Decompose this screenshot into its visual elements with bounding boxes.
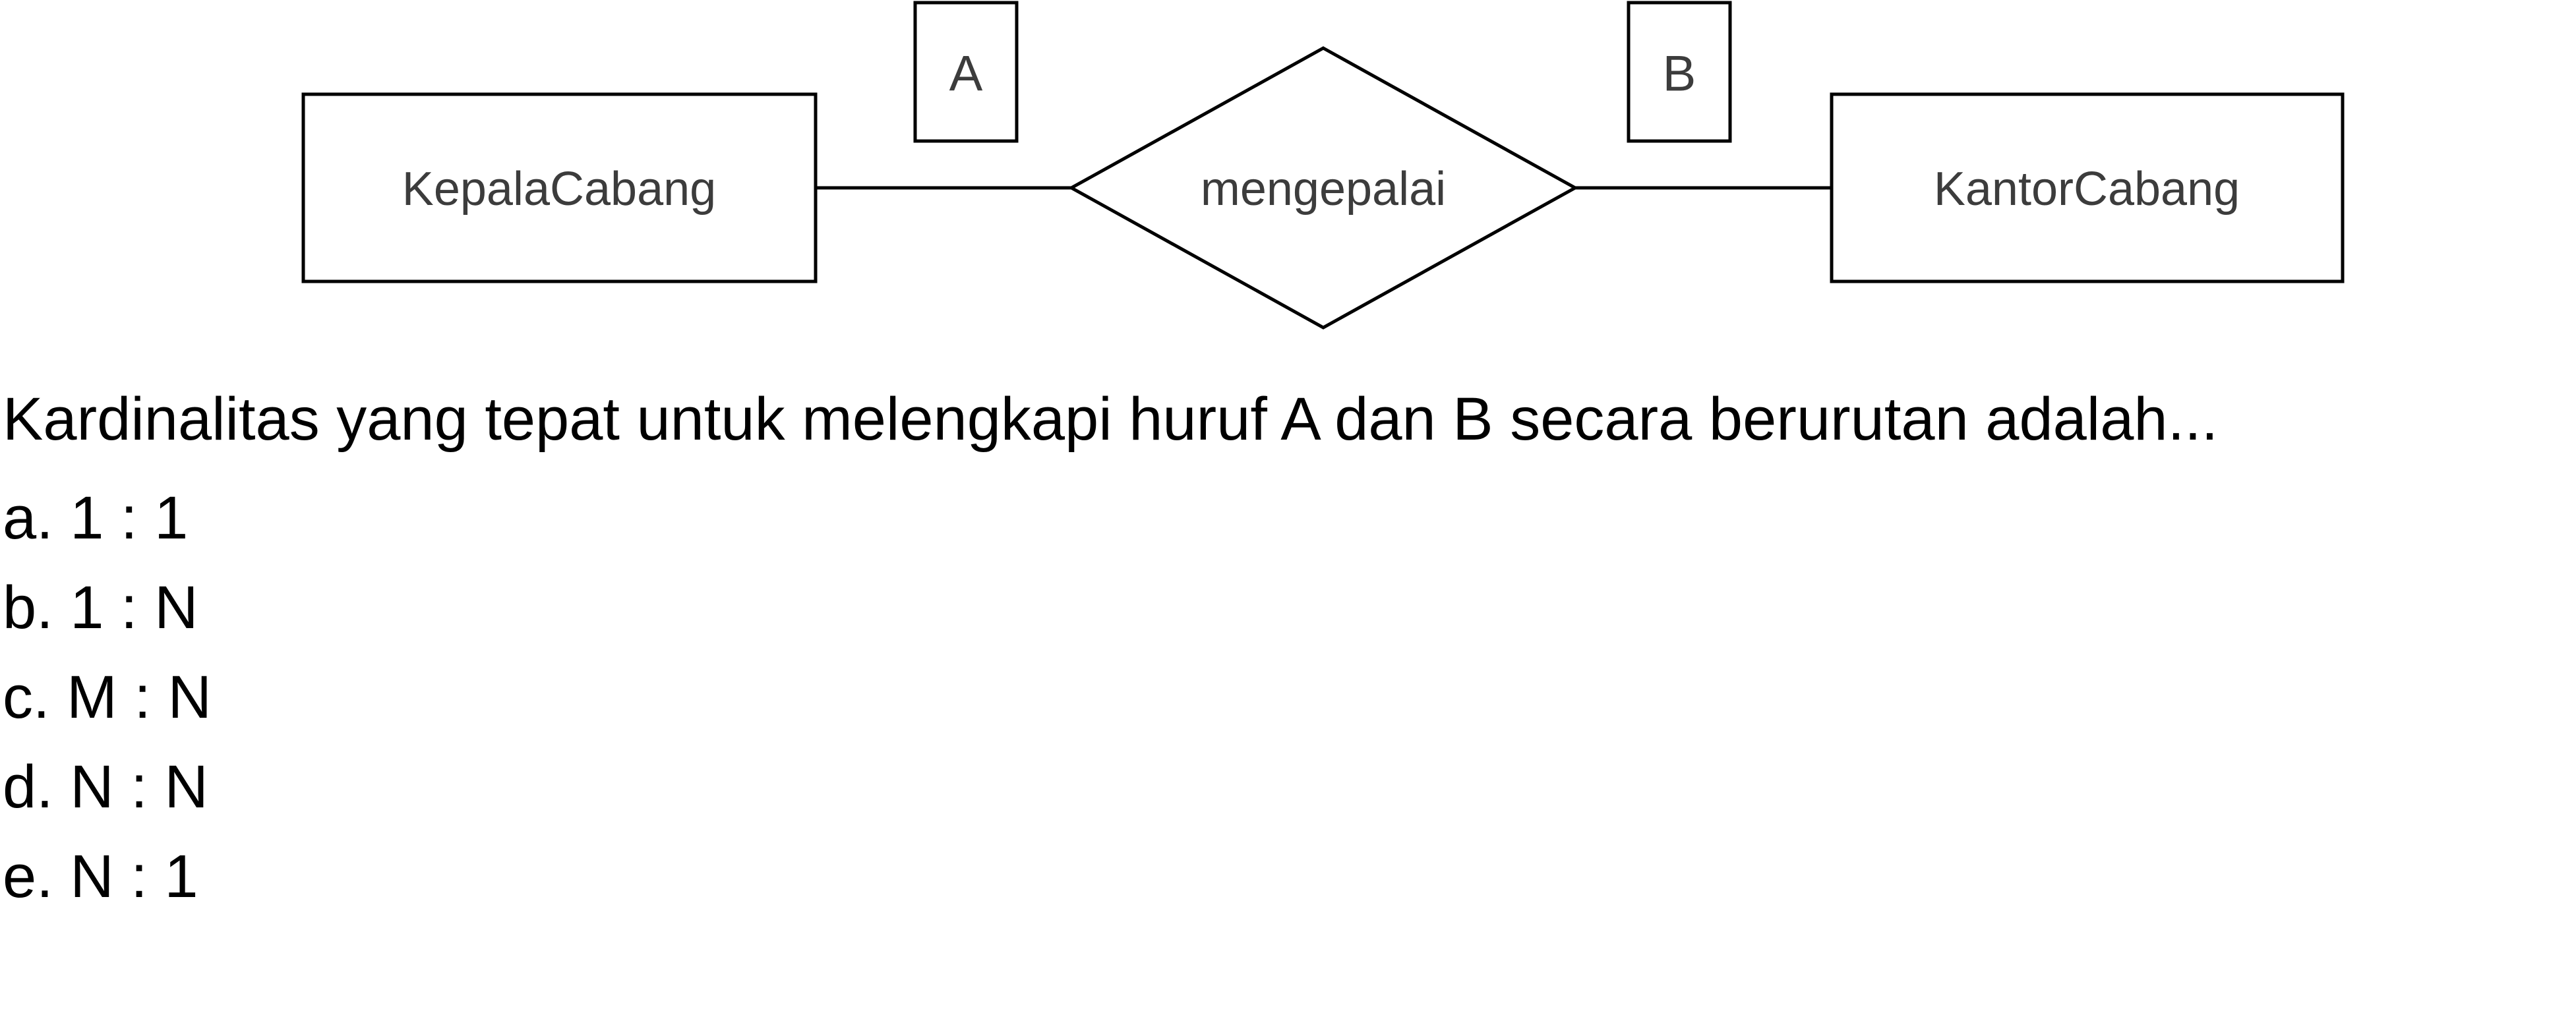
er-diagram: KepalaCabang mengepalai KantorCabang A B — [301, 1, 2345, 330]
option-b: b. 1 : N — [3, 574, 198, 641]
entity-right-label: KantorCabang — [1934, 163, 2240, 216]
relationship-label: mengepalai — [1201, 163, 1446, 216]
relationship-diamond — [1067, 46, 1579, 330]
cardinality-b-label: B — [1663, 46, 1696, 102]
cardinality-a-box — [913, 1, 1019, 143]
option-a: a. 1 : 1 — [3, 484, 189, 552]
entity-right-box — [1830, 92, 2345, 283]
entity-right: KantorCabang — [1830, 92, 2345, 283]
option-c: c. M : N — [3, 664, 212, 731]
cardinality-a-label: A — [949, 46, 983, 102]
entity-left-label: KepalaCabang — [402, 163, 716, 216]
entity-left-box — [301, 92, 818, 283]
relationship: mengepalai — [1067, 46, 1579, 330]
option-d: d. N : N — [3, 753, 208, 821]
option-e: e. N : 1 — [3, 843, 198, 910]
cardinality-b-box — [1627, 1, 1732, 143]
answer-options: a. 1 : 1 b. 1 : N c. M : N d. N : N e. N… — [3, 473, 212, 921]
entity-left: KepalaCabang — [301, 92, 818, 283]
cardinality-a: A — [913, 1, 1019, 143]
cardinality-b: B — [1627, 1, 1732, 143]
question-text: Kardinalitas yang tepat untuk melengkapi… — [3, 386, 2219, 453]
